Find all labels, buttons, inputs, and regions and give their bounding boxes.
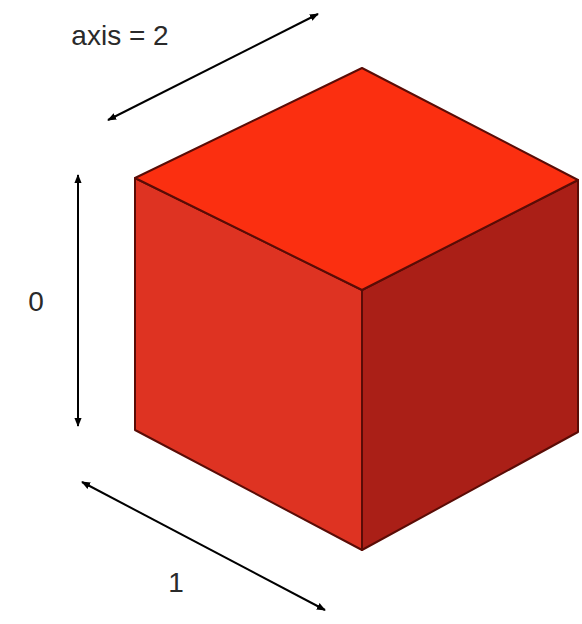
cube-top-face <box>135 68 578 290</box>
axis-label: axis = 2 <box>71 22 168 50</box>
axis-arrow <box>82 482 325 610</box>
axis-label: 1 <box>168 569 184 597</box>
axis-label: 0 <box>28 288 44 316</box>
axis-arrow <box>77 175 79 426</box>
